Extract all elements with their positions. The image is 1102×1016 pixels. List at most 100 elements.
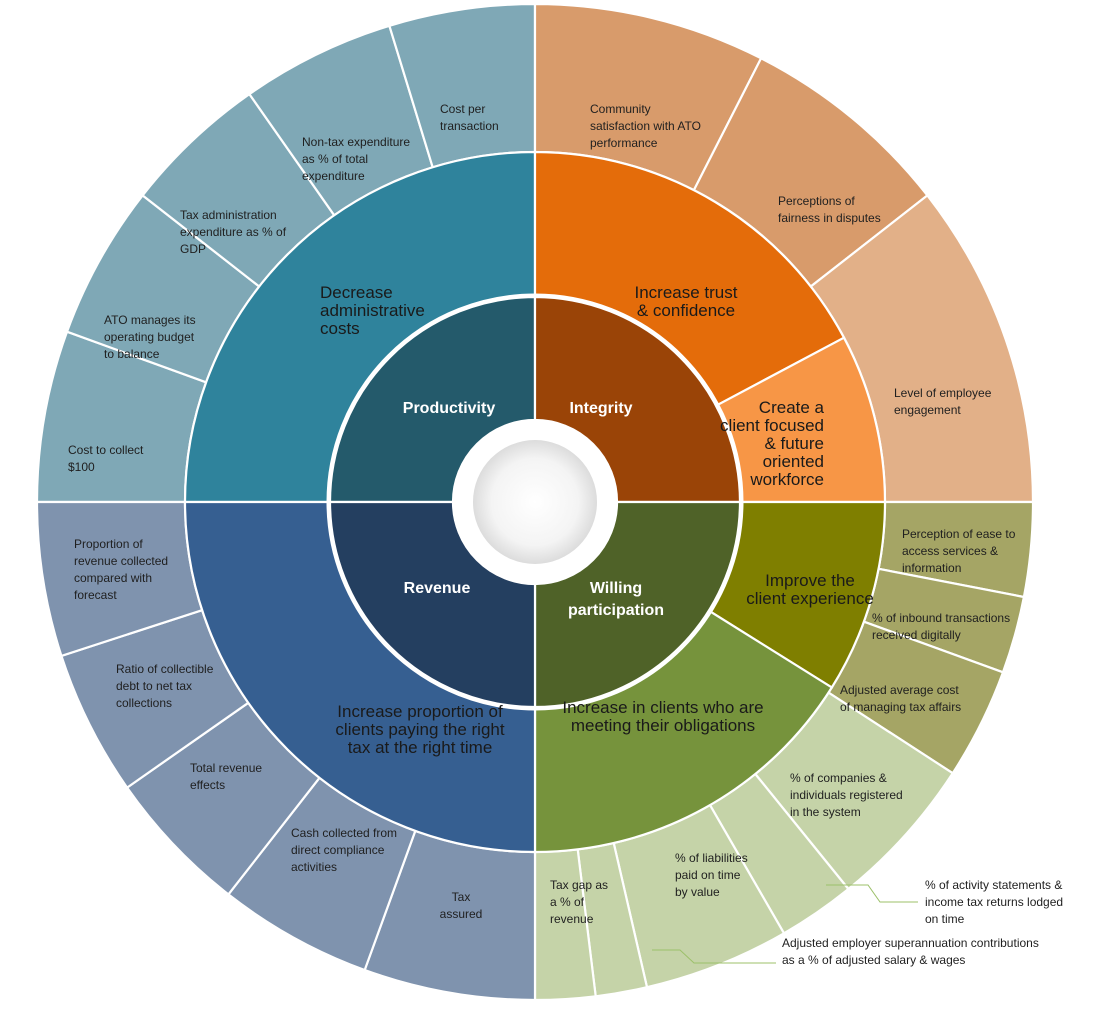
outer-label-revenue-line: Total revenue <box>190 761 262 775</box>
outer-label-productivity: Cost to collect $100 <box>68 443 144 474</box>
outer-label-productivity-line: ATO manages its <box>104 313 196 327</box>
outer-label-willing-line: Adjusted average cost <box>840 683 959 697</box>
outer-label-integrity: Perceptions of fairness in disputes <box>778 194 881 225</box>
outer-label-productivity-line: to balance <box>104 347 160 361</box>
outer-label-integrity-line: engagement <box>894 403 961 417</box>
outer-label-productivity-line: $100 <box>68 460 95 474</box>
outer-label-revenue-line: debt to net tax <box>116 679 192 693</box>
outer-label-willing-line: as a % of adjusted salary & wages <box>782 953 965 967</box>
outer-label-revenue-line: revenue collected <box>74 554 168 568</box>
outer-label-willing-line: paid on time <box>675 868 741 882</box>
outer-label-willing-line: a % of <box>550 895 585 909</box>
core-label-willing: Willing participation <box>568 580 664 619</box>
sector-layer <box>35 2 1035 1002</box>
outer-label-willing-line: of managing tax affairs <box>840 700 961 714</box>
core-label-line: participation <box>568 602 664 619</box>
middle-label-integrity-line: Create a <box>759 398 825 417</box>
outer-label-integrity-line: satisfaction with ATO <box>590 119 701 133</box>
middle-label-revenue-line: clients paying the right <box>335 720 504 739</box>
outer-label-productivity-line: GDP <box>180 242 206 256</box>
middle-label-willing-line: Increase in clients who are <box>562 698 763 717</box>
outer-label-productivity: Cost per transaction <box>440 102 499 133</box>
outer-label-willing: % of liabilities paid on time by value <box>675 851 748 899</box>
outer-label-revenue-line: compared with <box>74 571 152 585</box>
outer-label-willing: Adjusted average cost of managing tax aff… <box>840 683 961 714</box>
core-label-line: Revenue <box>404 580 471 597</box>
middle-label-revenue-line: Increase proportion of <box>337 702 503 721</box>
outer-label-willing-line: received digitally <box>872 628 961 642</box>
outer-label-willing: % of activity statements & income tax ret… <box>925 878 1063 926</box>
core-label-productivity: Productivity <box>403 400 496 417</box>
outer-label-revenue-line: collections <box>116 696 172 710</box>
outer-label-revenue-line: Ratio of collectible <box>116 662 214 676</box>
core-label-line: Productivity <box>403 400 496 417</box>
middle-label-revenue-line: tax at the right time <box>348 738 493 757</box>
outer-label-revenue-line: Cash collected from <box>291 826 397 840</box>
middle-label-productivity-line: administrative <box>320 301 425 320</box>
outer-label-willing-line: % of activity statements & <box>925 878 1062 892</box>
core-label-line: Willing <box>590 580 642 597</box>
outer-label-productivity-line: Cost to collect <box>68 443 144 457</box>
middle-label-productivity-line: costs <box>320 319 360 338</box>
middle-label-productivity-line: Decrease <box>320 283 393 302</box>
middle-label-integrity: Increase trust& confidence <box>635 283 738 320</box>
outer-label-productivity-line: as % of total <box>302 152 368 166</box>
outer-label-willing-line: individuals registered <box>790 788 903 802</box>
middle-label-integrity-line: Increase trust <box>635 283 738 302</box>
outer-label-revenue-line: Proportion of <box>74 537 143 551</box>
middle-label-integrity-line: & confidence <box>637 301 735 320</box>
outer-label-integrity-line: fairness in disputes <box>778 211 881 225</box>
outer-label-willing-line: on time <box>925 912 965 926</box>
outer-label-productivity-line: Cost per <box>440 102 485 116</box>
outer-label-willing-line: % of liabilities <box>675 851 748 865</box>
outer-label-integrity-line: Perceptions of <box>778 194 855 208</box>
outer-label-willing-line: access services & <box>902 544 998 558</box>
outer-label-revenue-line: Tax <box>452 890 471 904</box>
middle-label-integrity-line: & future <box>764 434 824 453</box>
outer-label-willing-line: Perception of ease to <box>902 527 1016 541</box>
outer-label-productivity-line: transaction <box>440 119 499 133</box>
outer-label-willing-line: Tax gap as <box>550 878 608 892</box>
outer-label-productivity-line: operating budget <box>104 330 195 344</box>
outer-label-integrity-line: Level of employee <box>894 386 992 400</box>
outer-label-revenue: Cash collected from direct compliance acti… <box>291 826 397 874</box>
outer-label-willing: Adjusted employer superannuation contrib… <box>782 936 1039 967</box>
outer-label-revenue: Proportion of revenue collected compared w… <box>74 537 168 602</box>
middle-label-integrity-line: client focused <box>720 416 824 435</box>
outer-label-willing-line: by value <box>675 885 720 899</box>
outer-label-productivity-line: Non-tax expenditure <box>302 135 410 149</box>
outer-label-willing-line: Adjusted employer superannuation contrib… <box>782 936 1039 950</box>
outer-label-willing-line: income tax returns lodged <box>925 895 1063 909</box>
outer-label-productivity-line: expenditure <box>302 169 365 183</box>
outer-label-integrity: Level of employee engagement <box>894 386 992 417</box>
middle-label-willing-line: meeting their obligations <box>571 716 755 735</box>
middle-label-integrity-line: workforce <box>749 470 824 489</box>
outer-label-productivity-line: Tax administration <box>180 208 277 222</box>
core-label-line: Integrity <box>569 400 632 417</box>
outer-label-revenue-line: direct compliance <box>291 843 385 857</box>
outer-label-revenue: Ratio of collectible debt to net tax colle… <box>116 662 214 710</box>
outer-label-revenue-line: effects <box>190 778 225 792</box>
outer-label-revenue-line: forecast <box>74 588 117 602</box>
outer-label-productivity: ATO manages its operating budget to balanc… <box>104 313 196 361</box>
outer-label-willing-line: % of companies & <box>790 771 887 785</box>
outer-label-integrity-line: Community <box>590 102 651 116</box>
outer-label-willing: Perception of ease to access services & in… <box>902 527 1016 575</box>
outer-label-revenue-line: activities <box>291 860 337 874</box>
leader-line-superannuation <box>652 949 776 964</box>
outer-label-willing-line: information <box>902 561 961 575</box>
core-label-revenue: Revenue <box>404 580 471 597</box>
core-label-integrity: Integrity <box>569 400 632 417</box>
